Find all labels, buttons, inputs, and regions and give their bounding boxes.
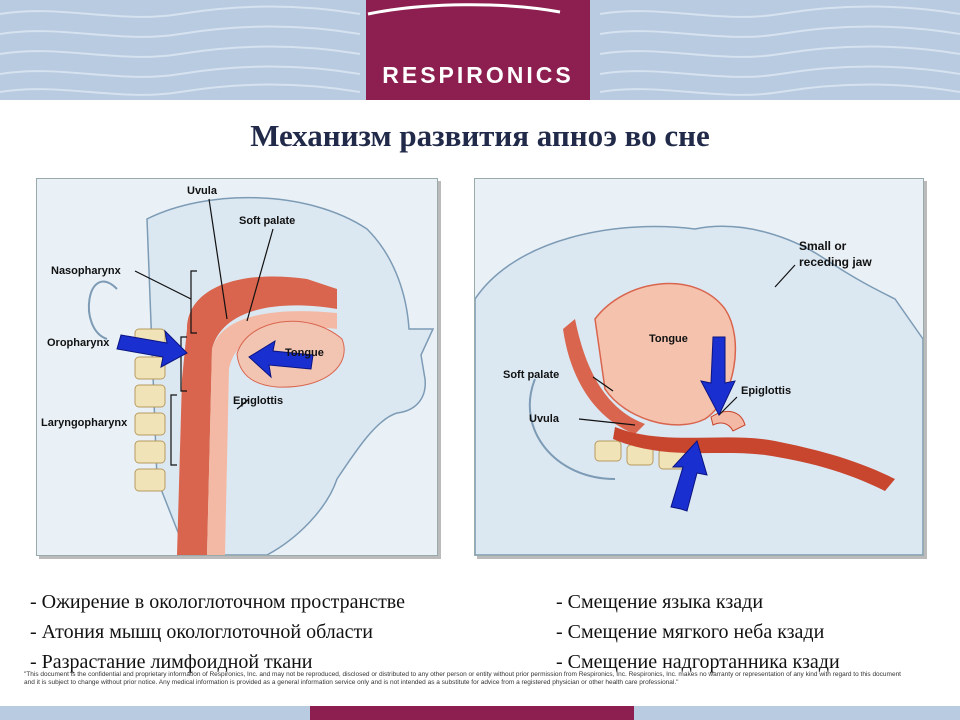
label-uvula: Uvula (187, 185, 217, 197)
label-uvula-right: Uvula (529, 413, 559, 425)
label-laryngopharynx: Laryngopharynx (41, 417, 128, 429)
bullet-left-3: - Разрастание лимфоидной ткани (30, 651, 313, 673)
logo-swoosh-icon (367, 3, 561, 16)
brand-block: RESPIRONICS (366, 0, 590, 100)
bullet-left-1: - Ожирение в окологлоточном пространстве (30, 591, 406, 613)
figure-obstructed-airway: Small or receding jaw Tongue Soft palate… (474, 178, 924, 556)
disclaimer-line-2: and it is subject to change without prio… (24, 679, 679, 686)
label-soft-palate: Soft palate (239, 215, 296, 227)
label-tongue-right: Tongue (649, 333, 688, 345)
label-oropharynx: Oropharynx (47, 337, 110, 349)
label-epiglottis-right: Epiglottis (741, 385, 792, 397)
disclaimer-text: "This document is the confidential and p… (24, 671, 924, 687)
label-nasopharynx: Nasopharynx (51, 265, 121, 277)
disclaimer-line-1: "This document is the confidential and p… (24, 671, 901, 678)
obstruction-arrows (116, 329, 314, 379)
airway-illustration-right (475, 225, 923, 555)
label-epiglottis: Epiglottis (233, 395, 284, 407)
label-jaw-line1: Small or (799, 239, 847, 253)
header-banner: RESPIRONICS (0, 0, 960, 100)
bullet-right-2: - Смещение мягкого неба кзади (556, 621, 825, 643)
obstruction-arrows-right (670, 336, 736, 512)
bullet-right-1: - Смещение языка кзади (556, 591, 764, 613)
bullet-right-3: - Смещение надгортанника кзади (556, 651, 840, 673)
figure-normal-airway: Uvula Soft palate Nasopharynx Oropharynx… (36, 178, 438, 556)
label-jaw-line2: receding jaw (799, 255, 872, 269)
wave-pattern (0, 5, 960, 96)
slide-title: Механизм развития апноэ во сне (250, 118, 710, 153)
airway-illustration-left (87, 196, 435, 555)
label-tongue: Tongue (285, 347, 324, 359)
brand-logo: RESPIRONICS (382, 62, 574, 88)
bullet-left-2: - Атония мышц окологлоточной области (30, 621, 373, 643)
footer-brand-block (310, 706, 634, 720)
label-soft-palate-right: Soft palate (503, 369, 560, 381)
